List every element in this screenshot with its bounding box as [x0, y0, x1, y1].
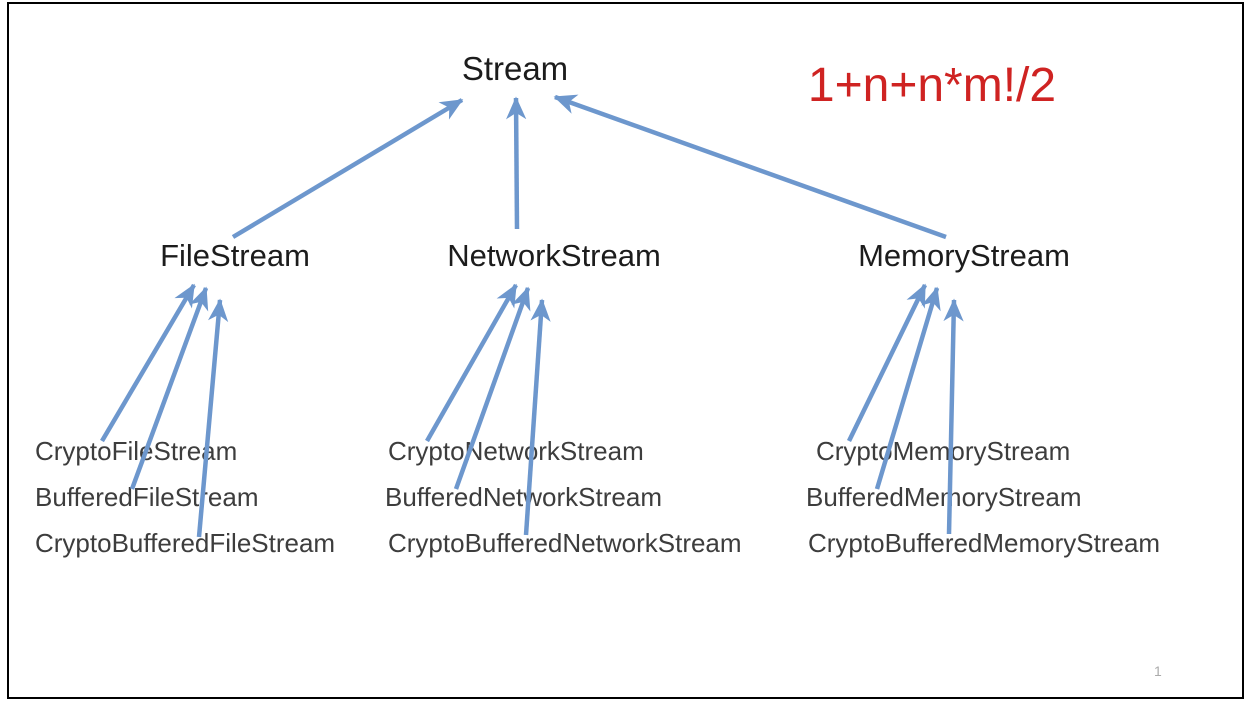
inheritance-arrow-filestream-to-stream — [231, 98, 464, 239]
node-label-cryptobufferedmemorystream: CryptoBufferedMemoryStream — [808, 528, 1161, 558]
node-label-filestream: FileStream — [160, 238, 310, 273]
node-label-bufferedmemorystream: BufferedMemoryStream — [806, 482, 1082, 512]
inheritance-arrow-networkstream-to-stream — [506, 96, 527, 230]
inheritance-arrow-cryptonetworkstream-to-networkstream — [425, 283, 518, 443]
node-label-cryptofilestream: CryptoFileStream — [35, 436, 238, 466]
slide-border — [7, 2, 1244, 699]
node-label-bufferednetworkstream: BufferedNetworkStream — [385, 482, 662, 512]
node-label-cryptonetworkstream: CryptoNetworkStream — [388, 436, 644, 466]
inheritance-arrow-memorystream-to-stream — [553, 94, 947, 240]
page-number: 1 — [1154, 663, 1162, 679]
node-label-cryptomemorystream: CryptoMemoryStream — [816, 436, 1071, 466]
node-label-networkstream: NetworkStream — [447, 238, 661, 273]
node-label-memorystream: MemoryStream — [858, 238, 1070, 273]
node-label-cryptobufferedfilestream: CryptoBufferedFileStream — [35, 528, 336, 558]
complexity-annotation: 1+n+n*m!/2 — [807, 59, 1057, 112]
inheritance-arrow-cryptomemorystream-to-memorystream — [846, 283, 928, 442]
node-label-stream: Stream — [461, 50, 569, 87]
node-label-bufferedfilestream: BufferedFileStream — [35, 482, 259, 512]
inheritance-arrow-cryptofilestream-to-filestream — [100, 283, 196, 443]
node-label-cryptobufferednetworkstream: CryptoBufferedNetworkStream — [388, 528, 742, 558]
